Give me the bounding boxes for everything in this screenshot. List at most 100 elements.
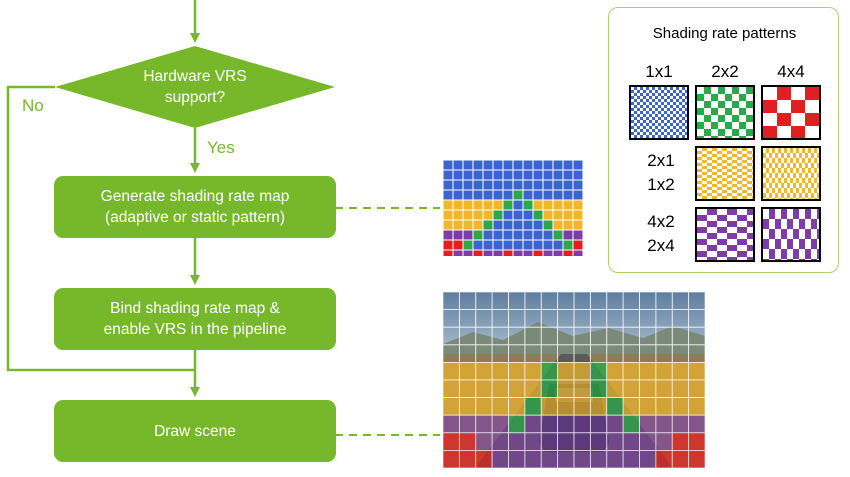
map-cell (492, 199, 504, 211)
map-cell (452, 169, 464, 181)
map-cell (492, 239, 504, 251)
map-cell (552, 199, 564, 211)
map-cell (492, 229, 504, 241)
overlay-cell (557, 326, 575, 346)
overlay-cell (639, 449, 657, 468)
overlay-cell (475, 432, 493, 451)
map-cell (572, 239, 583, 251)
map-cell (562, 160, 574, 171)
map-cell (472, 239, 484, 251)
overlay-cell (508, 344, 526, 363)
map-cell (462, 219, 474, 231)
map-cell (572, 209, 583, 221)
overlay-cell (557, 397, 575, 416)
overlay-cell (540, 309, 559, 328)
overlay-cell (655, 414, 673, 434)
map-cell (443, 219, 454, 231)
map-cell (522, 189, 534, 201)
map-cell (443, 179, 454, 191)
overlay-cell (508, 362, 526, 381)
map-cell (562, 189, 574, 201)
overlay-cell (589, 432, 608, 451)
map-cell (472, 189, 484, 201)
pattern-4x4-tile (761, 85, 821, 140)
legend-title: Shading rate patterns (652, 25, 797, 42)
map-cell (443, 199, 454, 211)
map-cell (482, 239, 494, 251)
overlay-cell (573, 432, 591, 451)
map-cell (532, 160, 544, 171)
overlay-cell (540, 432, 559, 451)
step2-line1: Bind shading rate map & (110, 300, 280, 317)
overlay-cell (524, 432, 542, 451)
overlay-cell (458, 449, 477, 468)
overlay-cell (655, 379, 673, 399)
overlay-cell (458, 309, 477, 328)
map-cell (542, 160, 554, 171)
step1-line2: (adaptive or static pattern) (104, 209, 286, 226)
map-cell (542, 239, 554, 251)
overlay-cell (475, 309, 493, 328)
map-cell (502, 239, 514, 251)
overlay-cell (491, 432, 509, 451)
map-cell (562, 169, 574, 181)
overlay-cell (639, 432, 657, 451)
map-cell (502, 209, 514, 221)
overlay-cell (508, 397, 526, 416)
map-cell (542, 229, 554, 241)
overlay-cell (622, 309, 640, 328)
map-cell (502, 169, 514, 181)
map-cell (552, 209, 564, 221)
overlay-cell (589, 414, 608, 434)
overlay-cell (606, 397, 624, 416)
map-cell (542, 199, 554, 211)
pattern-1x1-tile (629, 85, 689, 140)
map-cell (462, 179, 474, 191)
pattern-4x2-tile (695, 207, 755, 262)
label-2x4: 2x4 (647, 236, 675, 255)
map-cell (522, 249, 534, 256)
overlay-cell (557, 379, 575, 399)
overlay-cell (589, 449, 608, 468)
overlay-cell (688, 397, 705, 416)
map-cell (472, 160, 484, 171)
map-cell (542, 189, 554, 201)
map-cell (512, 239, 524, 251)
map-cell (482, 169, 494, 181)
legend-header-2x2: 2x2 (711, 62, 739, 81)
overlay-cell (573, 326, 591, 346)
map-cell (482, 179, 494, 191)
overlay-cell (524, 292, 542, 311)
overlay-cell (639, 362, 657, 381)
overlay-cell (573, 309, 591, 328)
overlay-cell (671, 414, 690, 434)
overlay-cell (540, 379, 559, 399)
map-cell (522, 179, 534, 191)
map-cell (512, 179, 524, 191)
overlay-cell (443, 309, 460, 328)
map-cell (532, 249, 544, 256)
map-cell (542, 209, 554, 221)
overlay-cell (557, 362, 575, 381)
overlay-cell (475, 326, 493, 346)
legend-row2-labels: 2x1 1x2 (637, 149, 685, 197)
map-cell (452, 209, 464, 221)
overlay-cell (491, 414, 509, 434)
overlay-cell (639, 292, 657, 311)
overlay-cell (589, 292, 608, 311)
overlay-cell (524, 326, 542, 346)
map-cell (552, 249, 564, 256)
overlay-cell (655, 309, 673, 328)
map-cell (552, 169, 564, 181)
overlay-cell (491, 309, 509, 328)
overlay-cell (508, 326, 526, 346)
map-cell (492, 160, 504, 171)
map-cell (542, 179, 554, 191)
map-cell (492, 189, 504, 201)
pattern-2x1-tile (695, 146, 755, 201)
map-cell (452, 229, 464, 241)
map-cell (472, 229, 484, 241)
map-cell (572, 189, 583, 201)
decision-diamond (55, 46, 335, 128)
